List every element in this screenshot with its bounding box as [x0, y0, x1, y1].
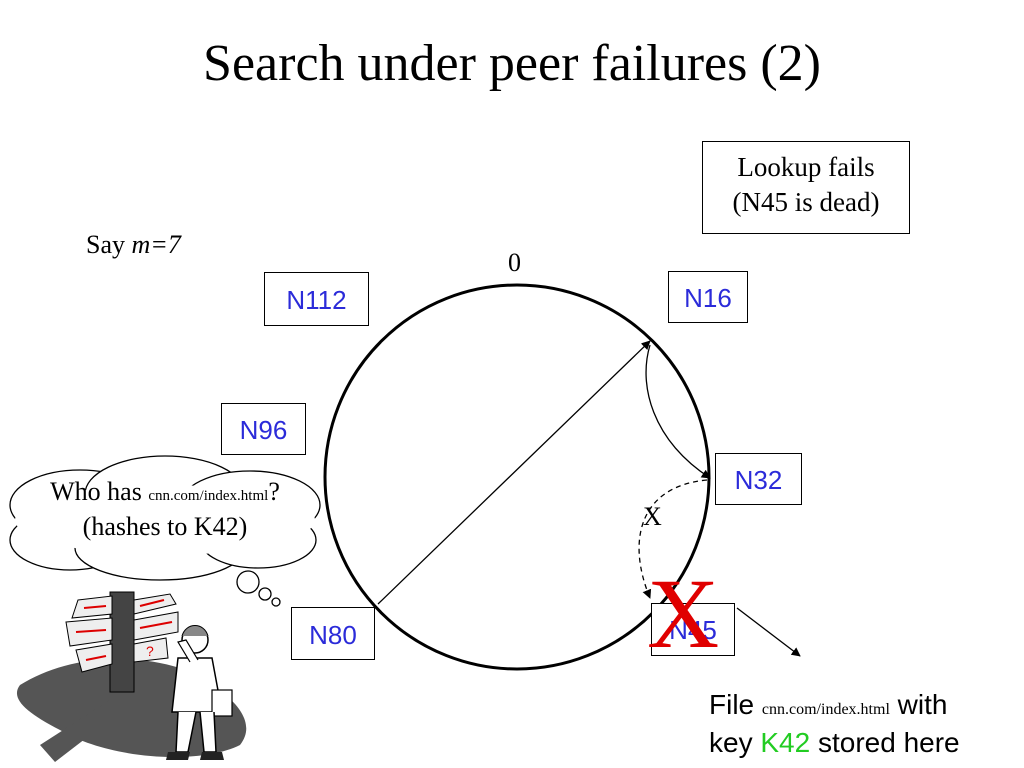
- callout-line1: Lookup fails: [737, 152, 875, 182]
- thought-bubble-medium: [258, 587, 272, 601]
- file-note-line2: key K42 stored here: [709, 726, 960, 758]
- thought-bubble-small: [271, 597, 281, 607]
- dead-node-x-mark: X: [647, 558, 720, 669]
- ring-zero-label: 0: [508, 248, 521, 277]
- node-n96: N96: [221, 403, 306, 455]
- query-text: Who has cnn.com/index.html? (hashes to K…: [0, 474, 330, 544]
- node-n80: N80: [291, 607, 375, 660]
- slide-title: Search under peer failures (2): [203, 35, 821, 92]
- thought-bubble-large: [236, 570, 260, 594]
- lookup-fails-callout: Lookup fails (N45 is dead): [702, 141, 910, 234]
- node-n112: N112: [264, 272, 369, 326]
- node-n32: N32: [715, 453, 802, 505]
- callout-line2: (N45 is dead): [732, 187, 880, 218]
- key-k42: K42: [760, 726, 811, 758]
- file-stored-note: File cnn.com/index.html with key K42 sto…: [709, 686, 960, 762]
- node-n45: N45: [651, 603, 735, 656]
- confused-man-signpost-icon: ?: [16, 591, 247, 762]
- query-line1: Who has cnn.com/index.html?: [50, 477, 280, 506]
- finger-arrow-n80-n16: [377, 340, 651, 605]
- node-n16: N16: [668, 271, 748, 323]
- successor-arrow-n16-n32: [645, 344, 711, 479]
- failure-x-label: X: [643, 502, 662, 531]
- failed-arrow-n32-n45: [638, 479, 708, 599]
- cloud-core: [15, 485, 315, 555]
- arrow-n45-to-file: [736, 607, 801, 657]
- file-note-line1: File cnn.com/index.html with: [709, 689, 948, 720]
- say-m-label: Say m=7: [86, 230, 181, 259]
- query-line2: (hashes to K42): [82, 512, 248, 542]
- svg-text:?: ?: [146, 643, 154, 659]
